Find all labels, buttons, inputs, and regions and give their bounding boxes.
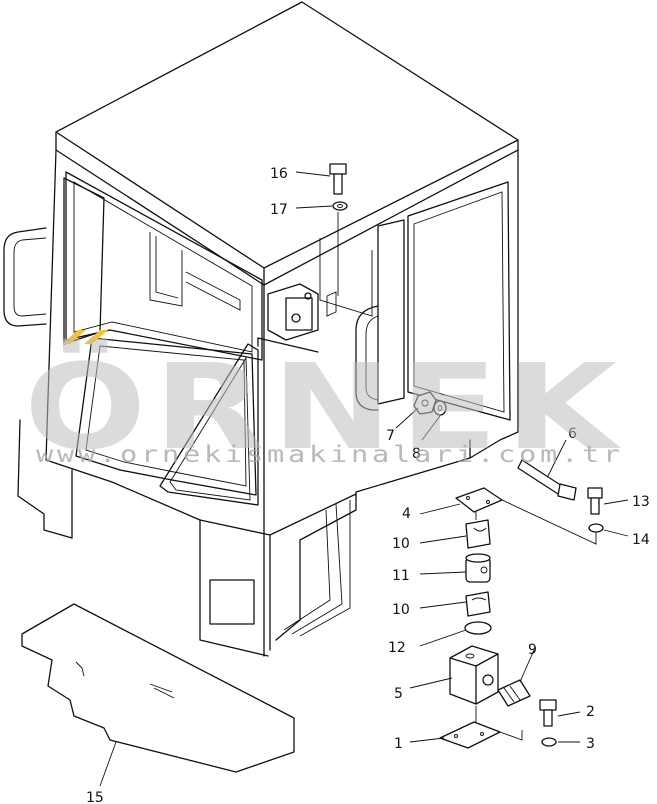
leader-lines xyxy=(99,171,629,787)
bolt-13-icon xyxy=(587,487,603,515)
fitting-9-icon xyxy=(497,679,531,707)
callout-2: 2 xyxy=(586,704,595,720)
callout-16: 16 xyxy=(270,166,288,182)
callout-10b: 10 xyxy=(392,602,410,618)
callout-1: 1 xyxy=(394,736,403,752)
operator-cab xyxy=(3,1,519,657)
callout-15: 15 xyxy=(86,790,104,804)
callout-6: 6 xyxy=(568,426,577,442)
callout-11: 11 xyxy=(392,568,410,584)
callout-10a: 10 xyxy=(392,536,410,552)
callout-4: 4 xyxy=(402,506,411,522)
plate-4-icon xyxy=(455,487,503,513)
housing-5-icon xyxy=(449,645,499,705)
nut-7-icon xyxy=(413,391,437,415)
hardware-parts xyxy=(329,163,604,749)
callout-5: 5 xyxy=(394,686,403,702)
washer-17-icon xyxy=(332,201,348,211)
callout-3: 3 xyxy=(586,736,595,752)
callout-13: 13 xyxy=(632,494,650,510)
plate-1-icon xyxy=(439,721,501,749)
washer-8-icon xyxy=(433,400,447,416)
clamp-10-upper-icon xyxy=(465,519,491,549)
bolt-16-icon xyxy=(329,163,347,195)
clamp-10-lower-icon xyxy=(465,591,491,617)
floor-mat xyxy=(21,603,295,773)
callout-9: 9 xyxy=(528,642,537,658)
disk-12-icon xyxy=(464,621,492,635)
bolt-6-icon xyxy=(517,459,577,501)
callout-17: 17 xyxy=(270,202,288,218)
callout-7: 7 xyxy=(386,428,395,444)
watermark-url: www.ornekismakinalari.com.tr xyxy=(36,442,624,468)
washer-3-icon xyxy=(541,737,557,747)
part-callouts: 1 2 3 4 5 6 7 8 9 10 10 11 12 13 14 15 1… xyxy=(86,166,650,804)
washer-14-icon xyxy=(588,523,604,533)
watermark-accent-marks xyxy=(62,330,108,344)
watermark: ÖRNEK www.ornekismakinalari.com.tr xyxy=(24,330,624,476)
callout-14: 14 xyxy=(632,532,650,548)
bolt-2-icon xyxy=(539,699,557,727)
bushing-11-icon xyxy=(465,553,491,583)
callout-8: 8 xyxy=(412,446,421,462)
watermark-brand: ÖRNEK xyxy=(24,338,624,476)
callout-12: 12 xyxy=(388,640,406,656)
